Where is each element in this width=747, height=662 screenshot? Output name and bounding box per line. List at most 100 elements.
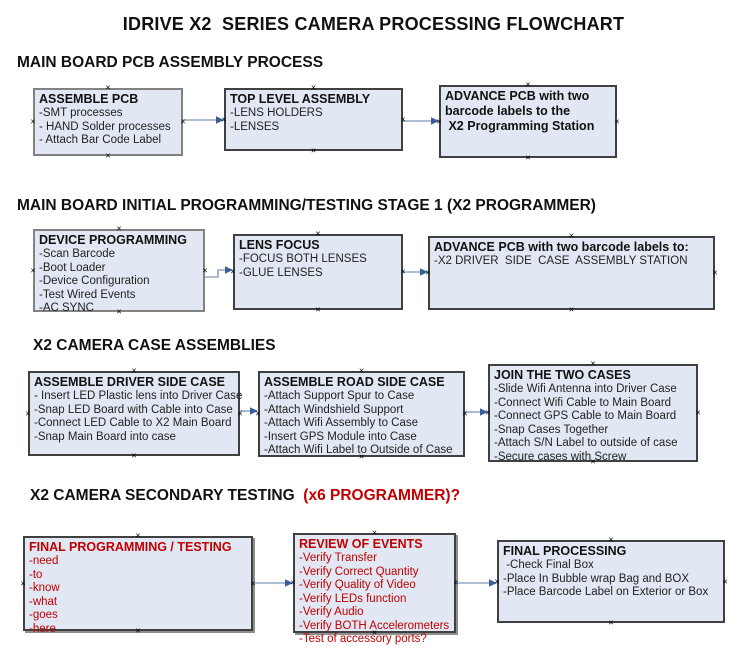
- box-line: -Place In Bubble wrap Bag and BOX: [503, 572, 690, 585]
- connector-arrow: [205, 269, 226, 278]
- connection-point-marker: ×: [105, 82, 111, 93]
- connection-point-marker: ×: [400, 114, 406, 124]
- box-line: -Attach Wifi Label to Outside of Case: [264, 444, 453, 456]
- connection-point-marker: ×: [116, 223, 122, 234]
- connection-point-marker: ×: [237, 408, 243, 418]
- box-line: -Attach Support Spur to Case: [264, 390, 415, 402]
- box-title: ADVANCE PCB with two barcode labels to t…: [445, 89, 595, 133]
- box-line: -Check Final Box: [503, 559, 594, 571]
- connection-point-marker: ×: [315, 228, 321, 239]
- box-line: -LENSES: [230, 120, 280, 133]
- connection-point-marker: ×: [494, 576, 500, 586]
- box-line: -Secure cases with Screw: [494, 450, 627, 463]
- box-line: -Attach S/N Label to outside of case: [494, 437, 678, 449]
- connection-point-marker: ×: [590, 456, 596, 467]
- connection-point-marker: ×: [371, 527, 378, 538]
- connection-point-marker: ×: [116, 306, 122, 317]
- connection-point-marker: ×: [250, 578, 256, 588]
- box-line: -Snap Main Board into case: [34, 430, 176, 443]
- box-line: -Slide Wifi Antenna into Driver Case: [494, 383, 677, 395]
- section-heading-case-assemblies: X2 CAMERA CASE ASSEMBLIES: [33, 337, 276, 354]
- box-line: -Verify Transfer: [299, 552, 377, 564]
- connection-point-marker: ×: [695, 407, 701, 418]
- box-line: -Device Configuration: [39, 275, 150, 287]
- connection-point-marker: ×: [400, 266, 406, 277]
- connection-point-marker: ×: [135, 530, 141, 541]
- box-line: - Insert LED Plastic lens into Driver Ca…: [34, 390, 243, 402]
- section-heading-pcb-assembly: MAIN BOARD PCB ASSEMBLY PROCESS: [17, 54, 324, 71]
- box-title: JOIN THE TWO CASES: [494, 368, 631, 382]
- box-line: -GLUE LENSES: [239, 266, 323, 279]
- connection-point-marker: ×: [425, 267, 431, 278]
- box-title: ASSEMBLE PCB: [39, 92, 139, 106]
- box-line: -Attach Wifi Assembly to Case: [264, 417, 419, 429]
- connection-point-marker: ×: [230, 266, 236, 277]
- connection-point-marker: ×: [310, 145, 317, 156]
- section-heading-red-part: (x6 PROGRAMMER)?: [299, 487, 461, 504]
- connection-point-marker: ×: [290, 577, 296, 588]
- connection-point-marker: ×: [614, 116, 620, 126]
- box-line: -Connect LED Cable to X2 Main Board: [34, 417, 232, 429]
- box-line: -Boot Loader: [39, 261, 106, 274]
- connection-point-marker: ×: [712, 267, 718, 278]
- box-line: -what: [29, 595, 58, 608]
- connection-point-marker: ×: [525, 79, 531, 90]
- flow-box-top-level-assembly: TOP LEVEL ASSEMBLY -LENS HOLDERS-LENSES: [224, 88, 403, 151]
- flow-box-review-of-events: REVIEW OF EVENTS -Verify Transfer-Verify…: [293, 533, 456, 645]
- connection-point-marker: ×: [25, 408, 31, 418]
- connection-point-marker: ×: [30, 265, 36, 275]
- box-line: -Verify LEDs function: [299, 592, 407, 605]
- connection-point-marker: ×: [180, 116, 186, 127]
- box-line: -goes: [29, 609, 58, 621]
- box-line: -Verify Quality of Video: [299, 579, 416, 591]
- connection-point-marker: ×: [221, 114, 227, 124]
- connection-point-marker: ×: [371, 627, 378, 638]
- connection-point-marker: ×: [135, 625, 141, 636]
- flow-box-assemble-driver-side-case: ASSEMBLE DRIVER SIDE CASE - Insert LED P…: [28, 371, 243, 456]
- box-line: -Verify Correct Quantity: [299, 565, 419, 578]
- connection-point-marker: ×: [608, 617, 614, 628]
- connection-point-marker: ×: [453, 577, 459, 588]
- connection-point-marker: ×: [436, 116, 442, 126]
- box-line: -Connect GPS Cable to Main Board: [494, 410, 677, 422]
- box-title: ASSEMBLE DRIVER SIDE CASE: [34, 375, 226, 389]
- connection-point-marker: ×: [485, 407, 491, 418]
- connection-point-marker: ×: [358, 451, 365, 462]
- connection-point-marker: ×: [20, 578, 26, 588]
- connection-point-marker: ×: [30, 116, 36, 127]
- flow-box-assemble-pcb: ASSEMBLE PCB -SMT processes- HAND Solder…: [33, 88, 183, 156]
- flow-box-final-processing: FINAL PROCESSING -Check Final Box-Place …: [497, 540, 725, 623]
- box-line: -Insert GPS Module into Case: [264, 430, 417, 443]
- box-line: -here: [29, 622, 56, 635]
- box-line: -SMT processes: [39, 107, 123, 119]
- connection-point-marker: ×: [568, 230, 575, 241]
- box-line: -Verify Audio: [299, 606, 364, 618]
- box-line: -LENS HOLDERS: [230, 107, 323, 119]
- connection-point-marker: ×: [590, 358, 596, 369]
- box-line: -AC SYNC: [39, 302, 94, 314]
- connection-point-marker: ×: [131, 450, 137, 461]
- connection-point-marker: ×: [358, 365, 365, 376]
- flow-box-assemble-road-side-case: ASSEMBLE ROAD SIDE CASE -Attach Support …: [258, 371, 465, 457]
- connection-point-marker: ×: [131, 365, 137, 376]
- flow-box-lens-focus: LENS FOCUS -FOCUS BOTH LENSES-GLUE LENSE…: [233, 234, 403, 310]
- box-title: ASSEMBLE ROAD SIDE CASE: [264, 375, 445, 389]
- flow-box-advance-to-driver-side-station: ADVANCE PCB with two barcode labels to: …: [428, 236, 715, 310]
- connection-point-marker: ×: [722, 576, 728, 586]
- box-title: ADVANCE PCB with two barcode labels to:: [434, 240, 689, 254]
- box-title: LENS FOCUS: [239, 238, 320, 252]
- box-line: -Verify BOTH Accelerometers: [299, 619, 450, 632]
- box-line: -Place Barcode Label on Exterior or Box: [503, 586, 709, 598]
- connection-point-marker: ×: [255, 408, 261, 419]
- box-line: -know: [29, 582, 60, 594]
- flow-box-device-programming: DEVICE PROGRAMMING -Scan Barcode-Boot Lo…: [33, 229, 205, 314]
- page-title: IDRIVE X2 SERIES CAMERA PROCESSING FLOWC…: [122, 14, 625, 34]
- connection-point-marker: ×: [202, 265, 208, 275]
- box-line: -Test Wired Events: [39, 288, 136, 301]
- connection-point-marker: ×: [315, 304, 321, 315]
- box-title: FINAL PROCESSING: [503, 544, 627, 558]
- box-title: DEVICE PROGRAMMING: [39, 233, 187, 247]
- box-line: - Attach Bar Code Label: [39, 134, 162, 146]
- box-line: -X2 DRIVER SIDE CASE ASSEMBLY STATION: [434, 255, 688, 267]
- connection-point-marker: ×: [105, 150, 111, 161]
